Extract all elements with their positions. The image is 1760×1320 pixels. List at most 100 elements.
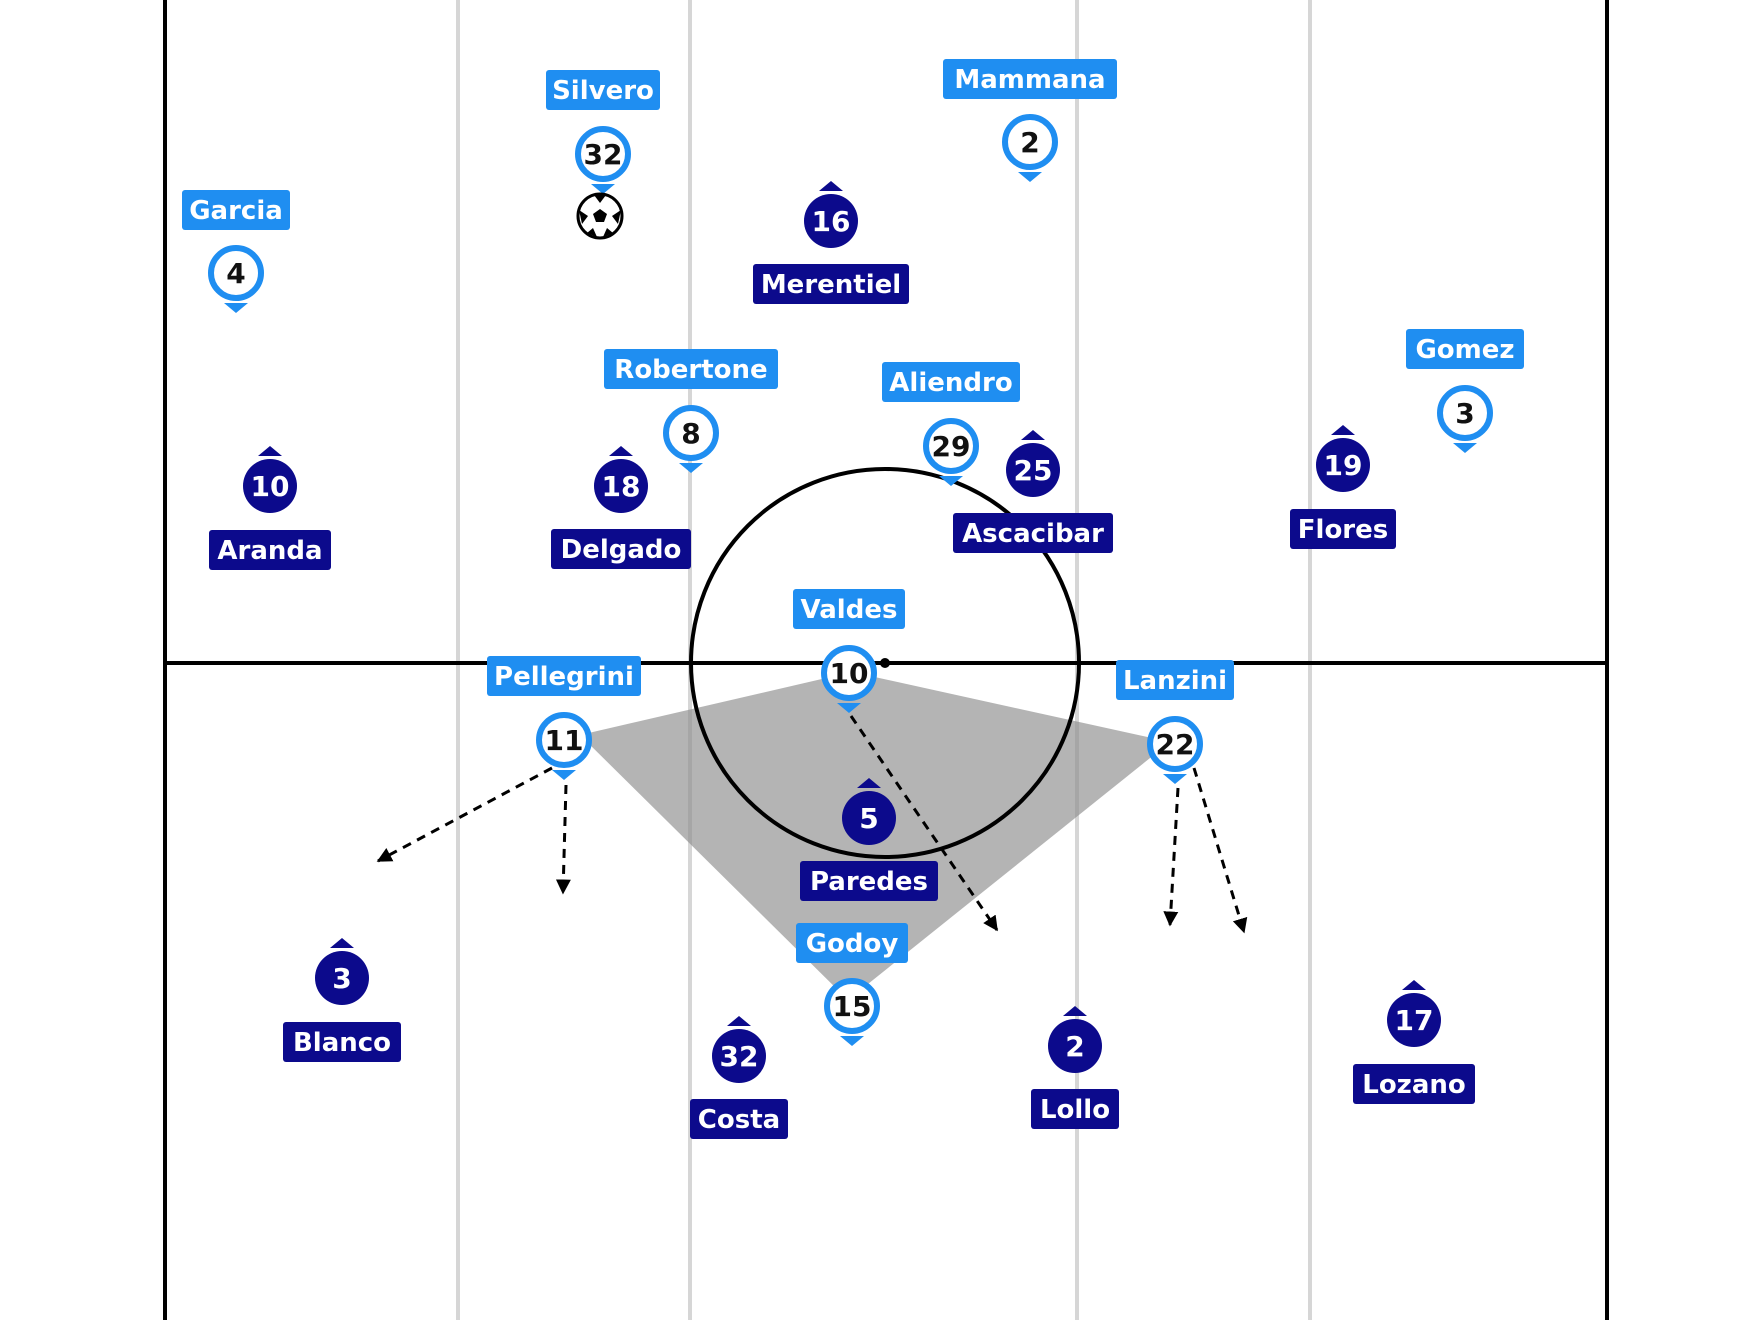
player-circle [315, 951, 369, 1005]
label-background [551, 529, 691, 569]
player-circle [1316, 438, 1370, 492]
player-name: Silvero [552, 76, 654, 106]
player-name-label: Gomez [1406, 329, 1524, 369]
label-background [943, 59, 1117, 99]
player-name-label: Godoy [796, 923, 908, 963]
player-number: 10 [251, 470, 290, 503]
player-circle [821, 645, 877, 701]
direction-pointer-icon [330, 938, 354, 948]
player-name-label: Lollo [1031, 1089, 1119, 1129]
player-number: 25 [1014, 454, 1053, 487]
direction-pointer-icon [819, 181, 843, 191]
label-background [283, 1022, 401, 1062]
player-name-label: Valdes [793, 589, 905, 629]
player-name: Lollo [1040, 1095, 1110, 1125]
direction-pointer-icon [679, 463, 703, 473]
label-background [800, 861, 938, 901]
label-background [882, 362, 1020, 402]
label-background [1290, 509, 1396, 549]
player-name: Blanco [293, 1028, 391, 1058]
direction-pointer-icon [1163, 774, 1187, 784]
player-circle [1387, 993, 1441, 1047]
direction-pointer-icon [1331, 425, 1355, 435]
player-name-label: Mammana [943, 59, 1117, 99]
player-number: 15 [833, 990, 872, 1023]
player-marker-light: 32 [575, 126, 631, 194]
player-marker-dark: 3 [315, 938, 369, 1005]
player-number: 32 [584, 138, 623, 171]
player-marker-light: 15 [824, 978, 880, 1046]
player-name-label: Paredes [800, 861, 938, 901]
player-name: Valdes [801, 595, 898, 625]
label-background [793, 589, 905, 629]
player-marker-dark: 5 [842, 778, 896, 845]
player-marker-light: 3 [1437, 385, 1493, 453]
player-name: Aranda [217, 536, 322, 566]
player-number: 19 [1324, 449, 1363, 482]
direction-pointer-icon [258, 446, 282, 456]
player-number: 2 [1065, 1030, 1084, 1063]
player-number: 17 [1395, 1004, 1434, 1037]
player-circle [824, 978, 880, 1034]
player-number: 32 [720, 1040, 759, 1073]
player-name: Ascacibar [962, 519, 1104, 549]
player-name: Flores [1298, 515, 1388, 545]
dashed-arrow-icon [1163, 787, 1180, 927]
player-circle [923, 418, 979, 474]
player-marker-dark: 16 [804, 181, 858, 248]
movement-arrows [376, 715, 1248, 934]
player-name: Aliendro [889, 368, 1012, 398]
player-name-label: Delgado [551, 529, 691, 569]
player-number: 22 [1156, 728, 1195, 761]
direction-pointer-icon [837, 703, 861, 713]
label-background [690, 1099, 788, 1139]
player-name-label: Aliendro [882, 362, 1020, 402]
direction-pointer-icon [727, 1016, 751, 1026]
player-circle [804, 194, 858, 248]
soccer-ball-icon [576, 192, 624, 240]
player-circle [663, 405, 719, 461]
direction-pointer-icon [1018, 172, 1042, 182]
player-name-label: Costa [690, 1099, 788, 1139]
player-marker-dark: 2 [1048, 1006, 1102, 1073]
player-name: Costa [698, 1105, 780, 1135]
player-name: Pellegrini [494, 662, 634, 692]
player-number: 8 [681, 417, 700, 450]
label-background [1116, 660, 1234, 700]
player-marker-dark: 17 [1387, 980, 1441, 1047]
player-number: 18 [602, 470, 641, 503]
player-name-label: Aranda [209, 530, 331, 570]
label-background [796, 923, 908, 963]
label-background [546, 70, 660, 110]
player-marker-dark: 32 [712, 1016, 766, 1083]
label-background [209, 530, 331, 570]
player-circle [1437, 385, 1493, 441]
player-name: Mammana [954, 65, 1105, 95]
player-number: 11 [545, 724, 584, 757]
player-marker-light: 4 [208, 245, 264, 313]
player-name: Merentiel [761, 270, 901, 300]
player-marker-light: 10 [821, 645, 877, 713]
player-number: 5 [859, 802, 878, 835]
player-name: Robertone [614, 355, 767, 385]
dashed-arrow-icon [376, 766, 553, 863]
player-circle [243, 459, 297, 513]
player-circle [594, 459, 648, 513]
player-circle [1048, 1019, 1102, 1073]
player-name-label: Robertone [604, 349, 778, 389]
direction-pointer-icon [552, 770, 576, 780]
direction-pointer-icon [1453, 443, 1477, 453]
player-marker-light: 8 [663, 405, 719, 473]
player-circle [712, 1029, 766, 1083]
direction-pointer-icon [224, 303, 248, 313]
label-background [753, 264, 909, 304]
pitch-markings [163, 0, 1609, 1320]
player-circle [842, 791, 896, 845]
player-name: Gomez [1415, 335, 1514, 365]
player-name-label: Blanco [283, 1022, 401, 1062]
player-name: Garcia [189, 196, 283, 226]
player-marker-light: 11 [536, 712, 592, 780]
label-background [953, 513, 1113, 553]
player-marker-dark: 10 [243, 446, 297, 513]
